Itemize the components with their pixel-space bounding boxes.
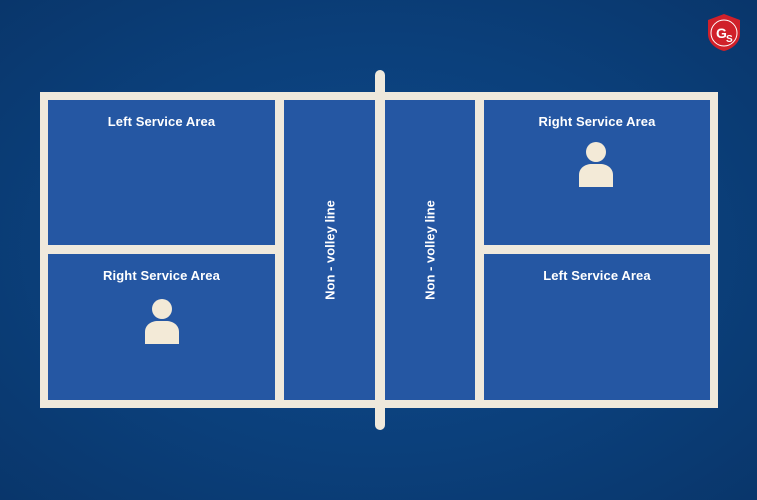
zone-label: Right Service Area [103,268,220,283]
gs-logo: G S [708,14,740,51]
right-top-service-area: Right Service Area [484,100,710,245]
player-icon [145,299,179,344]
zone-label: Right Service Area [538,114,656,129]
left-top-service-area: Left Service Area [48,100,275,245]
player-icon [579,142,613,187]
svg-text:G: G [716,25,727,41]
kitchen-label: Non - volley line [422,200,438,300]
zone-label: Left Service Area [107,114,216,129]
zone-label: Left Service Area [543,268,651,283]
right-non-volley-zone: Non - volley line [385,100,475,400]
right-bottom-service-area: Left Service Area [484,254,710,400]
left-non-volley-zone: Non - volley line [284,100,376,400]
left-bottom-service-area: Right Service Area [48,254,275,400]
svg-text:S: S [726,34,733,45]
net-line [375,70,385,430]
kitchen-label: Non - volley line [322,200,338,300]
